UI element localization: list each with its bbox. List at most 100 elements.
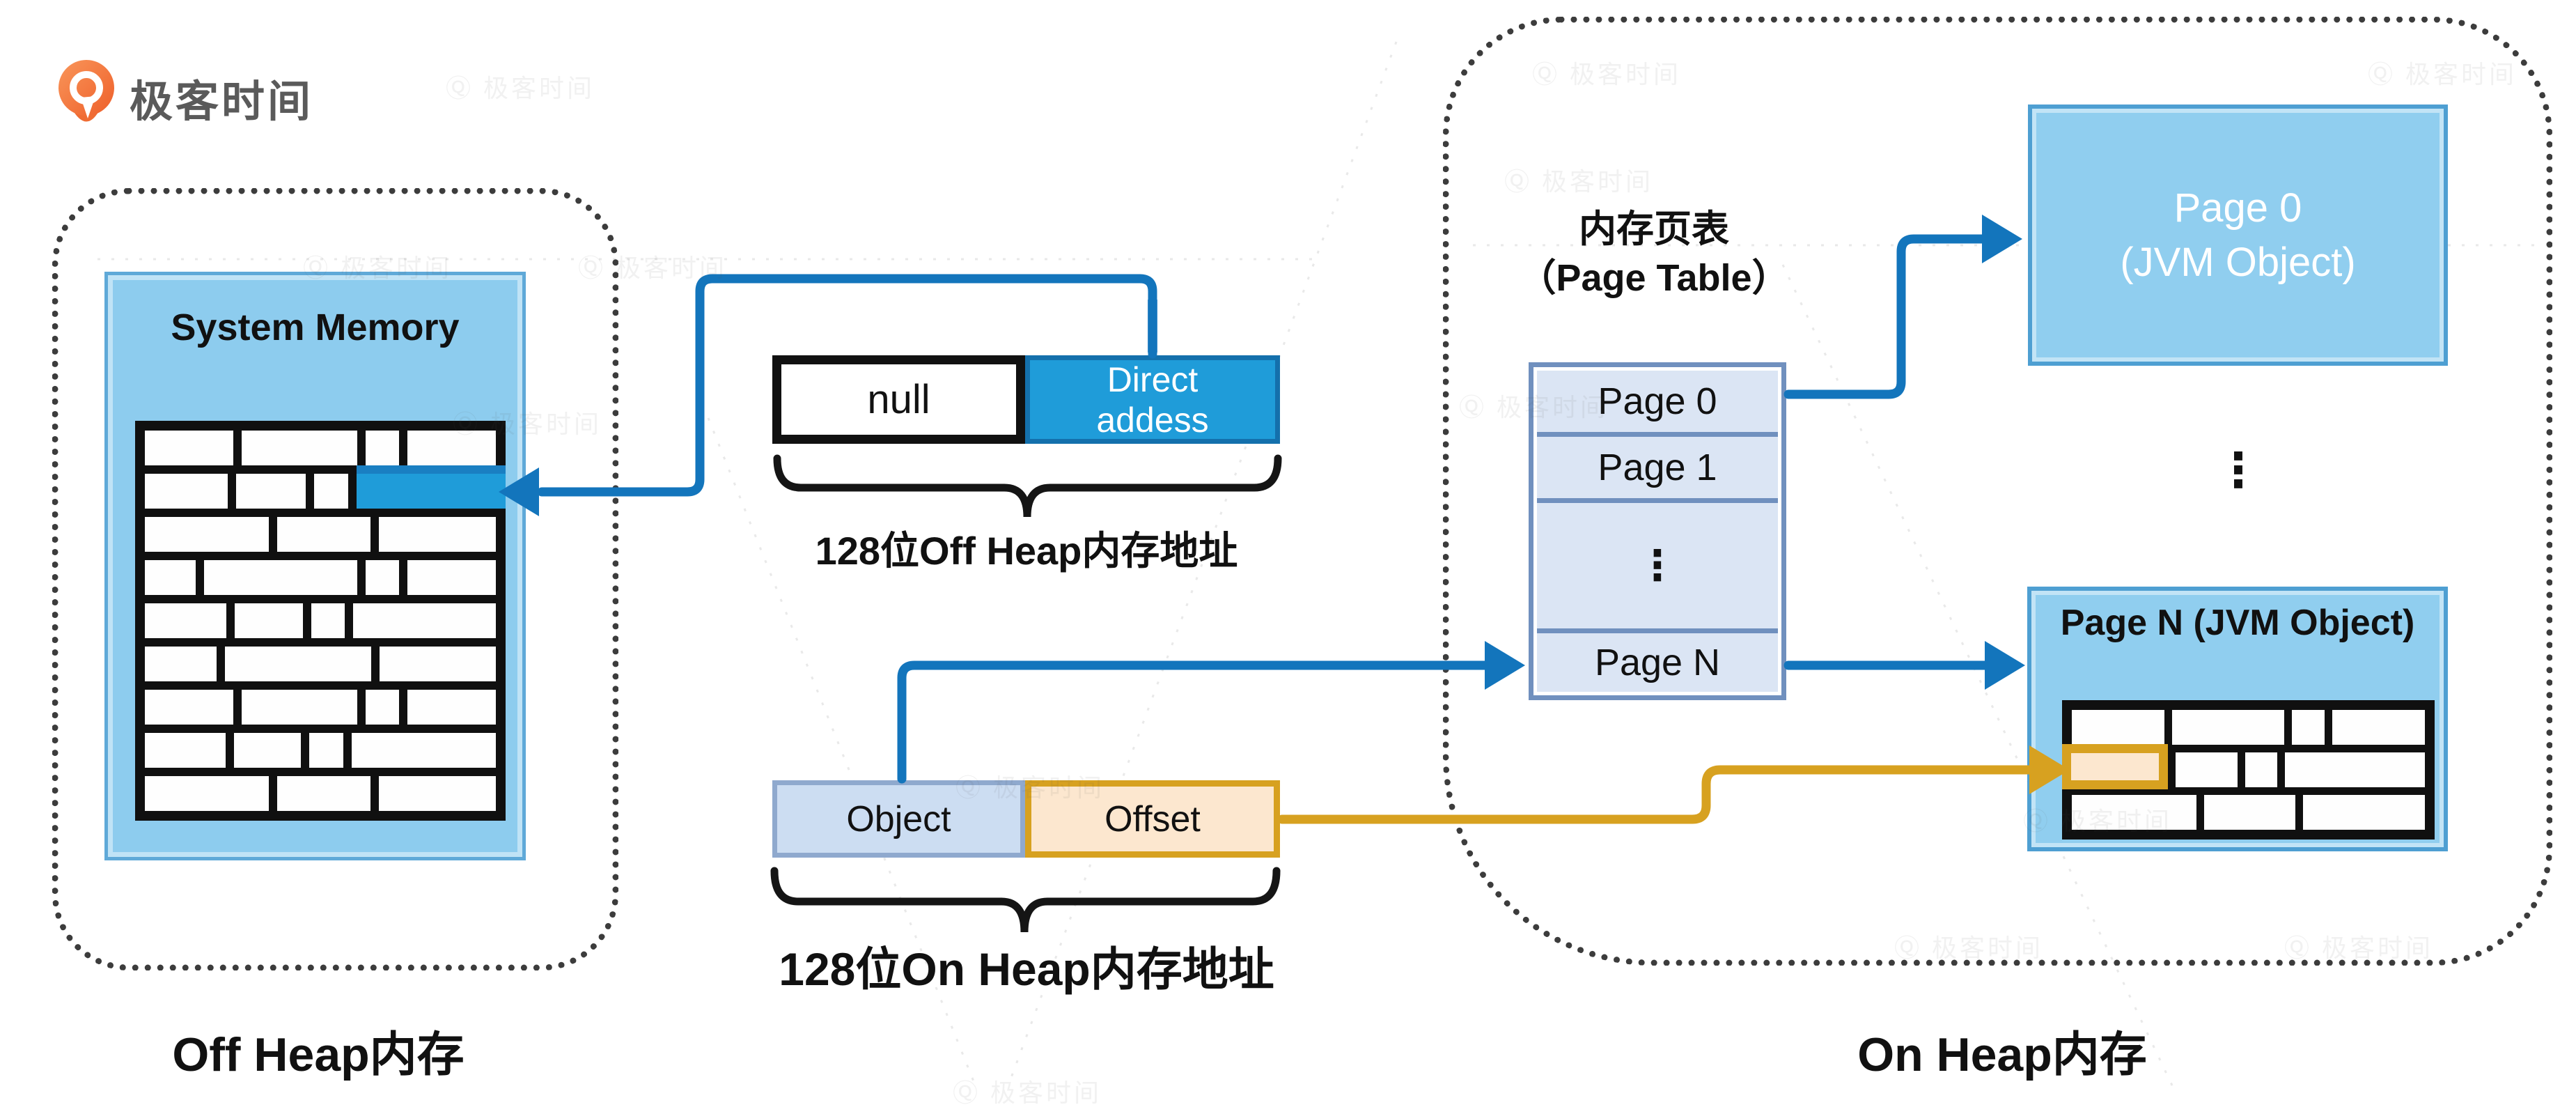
- memory-brick: [2332, 710, 2425, 745]
- page-table-row-page1: Page 1: [1537, 432, 1778, 498]
- offset-field-box: Offset: [1025, 780, 1280, 858]
- page-table: Page 0 Page 1 ⋮ Page N: [1529, 362, 1786, 700]
- page-table-row-ellipsis: ⋮: [1537, 498, 1778, 628]
- geektime-logo: 极客时间: [53, 57, 313, 138]
- pageN-box-title: Page N (JVM Object): [2060, 603, 2415, 643]
- null-field-box: null: [772, 355, 1025, 444]
- geektime-pin-icon: [58, 60, 114, 122]
- on-heap-region-label: On Heap内存: [1857, 1028, 2147, 1081]
- geektime-watermark: Ⓠ 极客时间: [578, 254, 728, 282]
- off-heap-region-label: Off Heap内存: [172, 1028, 465, 1081]
- memory-brick: [145, 603, 226, 638]
- memory-brick: [2176, 752, 2238, 787]
- memory-brick: [351, 733, 497, 768]
- page-table-title: 内存页表 （Page Table）: [1483, 205, 1825, 302]
- memory-brick: [2171, 710, 2284, 745]
- brick-row: [145, 776, 496, 811]
- page-table-row-page0: Page 0: [1537, 371, 1778, 432]
- memory-brick: [2303, 795, 2425, 830]
- system-memory-title: System Memory: [171, 307, 460, 348]
- geektime-watermark: Ⓠ 极客时间: [453, 410, 602, 438]
- logo-text: 极客时间: [130, 78, 314, 126]
- page-table-title-line2: （Page Table）: [1518, 257, 1790, 299]
- memory-brick: [145, 776, 270, 811]
- geektime-watermark: Ⓠ 极客时间: [1504, 167, 1654, 196]
- geektime-watermark: Ⓠ 极客时间: [1894, 934, 2044, 962]
- geektime-watermark: Ⓠ 极客时间: [955, 773, 1105, 802]
- memory-brick: [145, 517, 270, 552]
- memory-brick: [378, 776, 496, 811]
- memory-brick: [2072, 795, 2197, 830]
- brick-row: [145, 647, 496, 681]
- page0-box-line2: (JVM Object): [2120, 239, 2356, 285]
- pageN-brick-wall: [2062, 700, 2435, 840]
- geektime-watermark: Ⓠ 极客时间: [1532, 60, 1682, 88]
- memory-brick: [2204, 795, 2296, 830]
- system-memory-brick-wall: [135, 421, 506, 821]
- memory-brick: [145, 690, 233, 725]
- memory-brick: [365, 690, 400, 725]
- direct-address-field-box: Direct addess: [1025, 355, 1280, 444]
- brick-row: [2062, 744, 2426, 789]
- memory-brick: [224, 647, 372, 681]
- geektime-watermark: Ⓠ 极客时间: [2023, 807, 2173, 835]
- highlighted-memory-brick: [357, 465, 506, 509]
- on-heap-region-border: [1443, 17, 2552, 966]
- memory-brick: [233, 733, 302, 768]
- off-heap-address-caption: 128位Off Heap内存地址: [815, 529, 1238, 573]
- vertical-ellipsis: ⋮: [2215, 444, 2262, 497]
- memory-brick: [235, 603, 303, 638]
- brick-row: [145, 733, 497, 768]
- memory-brick: [241, 690, 357, 725]
- brick-row: [145, 560, 496, 595]
- memory-brick: [311, 603, 345, 638]
- memory-brick: [145, 560, 196, 595]
- memory-brick: [380, 647, 496, 681]
- brick-row: [145, 603, 496, 638]
- on-heap-address-brace: [770, 867, 1281, 933]
- off-heap-address-brace: [773, 454, 1282, 518]
- object-label: Object: [846, 798, 951, 840]
- brick-row: [145, 690, 496, 725]
- brick-row: [145, 465, 506, 509]
- memory-brick: [378, 517, 496, 552]
- brick-row: [145, 431, 496, 465]
- brick-row: [145, 517, 496, 552]
- on-heap-address-caption: 128位On Heap内存地址: [779, 943, 1274, 995]
- brick-row: [2072, 795, 2425, 830]
- arrow-object-to-page-table: [897, 660, 1492, 784]
- memory-brick: [204, 560, 357, 595]
- null-label: null: [867, 377, 930, 422]
- direct-label-line2: addess: [1096, 400, 1209, 440]
- memory-brick: [407, 431, 496, 465]
- memory-brick: [2245, 752, 2278, 787]
- memory-brick: [145, 647, 217, 681]
- memory-brick: [145, 474, 228, 509]
- object-field-box: Object: [772, 780, 1025, 858]
- memory-brick: [236, 474, 306, 509]
- offset-label: Offset: [1104, 798, 1201, 840]
- geektime-watermark: Ⓠ 极客时间: [953, 1078, 1102, 1107]
- direct-label-line1: Direct: [1107, 359, 1199, 399]
- brick-row: [2072, 710, 2425, 745]
- page0-box-line1: Page 0: [2173, 185, 2302, 231]
- geektime-watermark: Ⓠ 极客时间: [303, 254, 453, 282]
- page-table-title-line1: 内存页表: [1579, 208, 1729, 250]
- memory-brick: [2285, 752, 2426, 787]
- off-heap-region-border: [52, 188, 618, 970]
- memory-brick: [277, 517, 370, 552]
- memory-brick: [145, 733, 226, 768]
- memory-brick: [365, 560, 400, 595]
- memory-brick: [145, 431, 233, 465]
- geektime-watermark: Ⓠ 极客时间: [2284, 934, 2434, 962]
- page-table-row-pageN: Page N: [1537, 628, 1778, 692]
- geektime-watermark: Ⓠ 极客时间: [446, 74, 595, 102]
- memory-brick: [313, 474, 349, 509]
- geektime-watermark: Ⓠ 极客时间: [1459, 393, 1609, 421]
- memory-brick: [365, 431, 400, 465]
- memory-brick: [407, 560, 496, 595]
- page0-jvm-object-box: Page 0 (JVM Object): [2028, 105, 2448, 366]
- memory-brick: [353, 603, 496, 638]
- geektime-watermark: Ⓠ 极客时间: [2368, 60, 2518, 88]
